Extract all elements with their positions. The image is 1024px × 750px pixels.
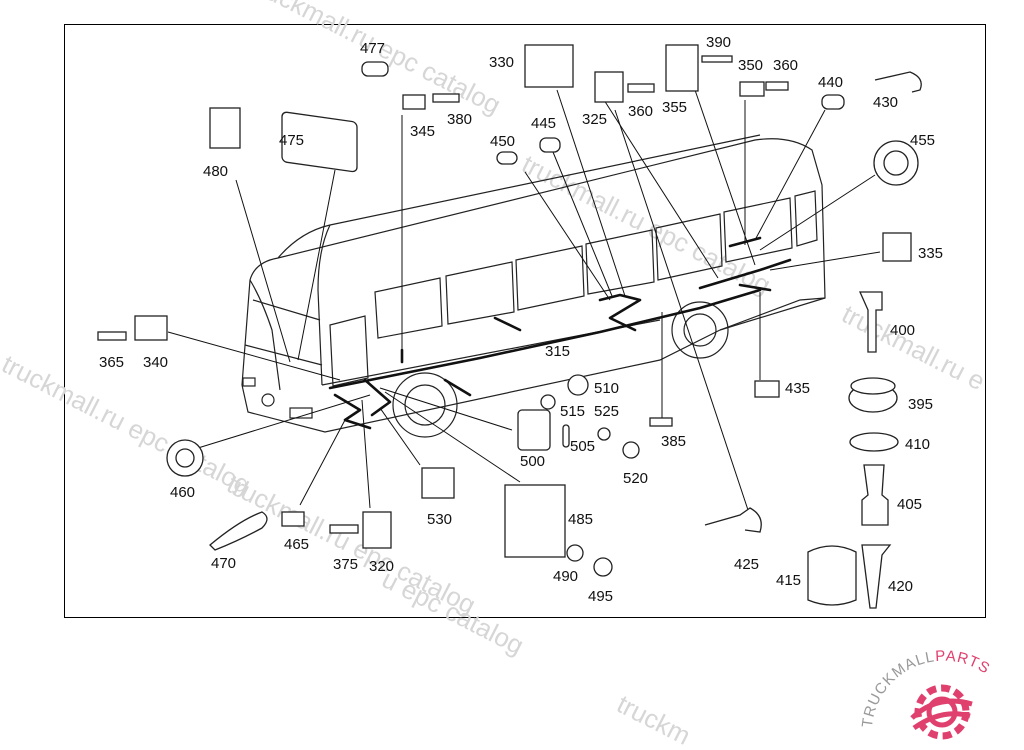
callout-325: 325: [582, 111, 607, 128]
callout-355: 355: [662, 99, 687, 116]
callout-475: 475: [279, 132, 304, 149]
callout-490: 490: [553, 568, 578, 585]
callout-495: 495: [588, 588, 613, 605]
diagram-frame: [64, 24, 986, 618]
watermark-text: truckmall.ru epc catalog: [247, 0, 505, 120]
part-illustrations: [97, 44, 922, 609]
callout-360b: 360: [773, 57, 798, 74]
gear-icon: [910, 684, 973, 740]
callout-350: 350: [738, 57, 763, 74]
callout-465: 465: [284, 536, 309, 553]
callout-320: 320: [369, 558, 394, 575]
callout-410: 410: [905, 436, 930, 453]
callout-515: 515: [560, 403, 585, 420]
callout-510: 510: [594, 380, 619, 397]
callout-505: 505: [570, 438, 595, 455]
callout-315: 315: [545, 343, 570, 360]
callout-470: 470: [211, 555, 236, 572]
callout-525: 525: [594, 403, 619, 420]
callout-380: 380: [447, 111, 472, 128]
callout-375: 375: [333, 556, 358, 573]
callout-500: 500: [520, 453, 545, 470]
callout-480: 480: [203, 163, 228, 180]
callout-460: 460: [170, 484, 195, 501]
watermark-text: truckm: [612, 689, 695, 750]
callout-520: 520: [623, 470, 648, 487]
callout-420: 420: [888, 578, 913, 595]
brand-text: TRUCKMALLPARTS: [859, 648, 993, 729]
callout-430: 430: [873, 94, 898, 111]
callout-425: 425: [734, 556, 759, 573]
callout-340: 340: [143, 354, 168, 371]
callout-390: 390: [706, 34, 731, 51]
watermark-layer: truckmall.ru epc catalog truckmall.ru ep…: [0, 0, 990, 750]
callout-360a: 360: [628, 103, 653, 120]
callout-395: 395: [908, 396, 933, 413]
callout-365: 365: [99, 354, 124, 371]
watermark-text: truckmall.ru epc catalog: [0, 349, 256, 500]
callout-345: 345: [410, 123, 435, 140]
leader-lines: [167, 89, 881, 511]
callout-455: 455: [910, 132, 935, 149]
callout-335: 335: [918, 245, 943, 262]
callout-445: 445: [531, 115, 556, 132]
callout-385: 385: [661, 433, 686, 450]
callout-labels: 477 475 480 345 380 330 445 450 325 360 …: [99, 34, 943, 605]
callout-435: 435: [785, 380, 810, 397]
brand-logo: TRUCKMALLPARTS: [859, 648, 993, 740]
callout-330: 330: [489, 54, 514, 71]
callout-530: 530: [427, 511, 452, 528]
callout-405: 405: [897, 496, 922, 513]
callout-400: 400: [890, 322, 915, 339]
callout-477: 477: [360, 40, 385, 57]
callout-450: 450: [490, 133, 515, 150]
callout-415: 415: [776, 572, 801, 589]
callout-440: 440: [818, 74, 843, 91]
callout-485: 485: [568, 511, 593, 528]
